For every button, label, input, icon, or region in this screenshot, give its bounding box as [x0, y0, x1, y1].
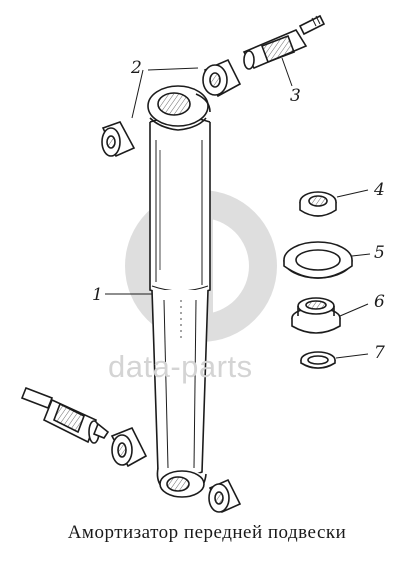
bottom-pin	[20, 386, 110, 444]
callout-5: 5	[374, 243, 385, 263]
leader-7	[335, 353, 369, 359]
leader-lines	[105, 57, 371, 359]
part-6-seal	[291, 297, 341, 334]
leader-6	[339, 303, 369, 317]
bushing-bottom-left	[110, 426, 148, 468]
leader-3	[281, 57, 293, 87]
watermark-text: data-parts	[108, 349, 253, 384]
callout-1: 1	[92, 285, 103, 305]
top-pin	[242, 14, 326, 70]
bushing-top-right	[202, 58, 242, 98]
figure-caption: Амортизатор передней подвески	[67, 522, 347, 543]
bushing-bottom-right	[208, 478, 242, 514]
shock-absorber-body	[149, 116, 211, 478]
leader-4	[336, 189, 369, 198]
leader-2b	[147, 67, 199, 71]
leader-2a	[131, 69, 144, 119]
bushing-top-left	[101, 121, 136, 158]
callout-4: 4	[374, 180, 385, 200]
leader-5	[351, 253, 371, 257]
top-eye	[147, 85, 211, 131]
callout-6: 6	[374, 292, 385, 312]
part-5-washer	[283, 241, 353, 279]
callout-7: 7	[374, 343, 385, 363]
callout-2: 2	[131, 58, 142, 78]
part-4-bushing	[299, 191, 337, 217]
part-7-ring	[300, 351, 336, 369]
bottom-eye	[156, 467, 207, 498]
callout-3: 3	[290, 86, 301, 106]
